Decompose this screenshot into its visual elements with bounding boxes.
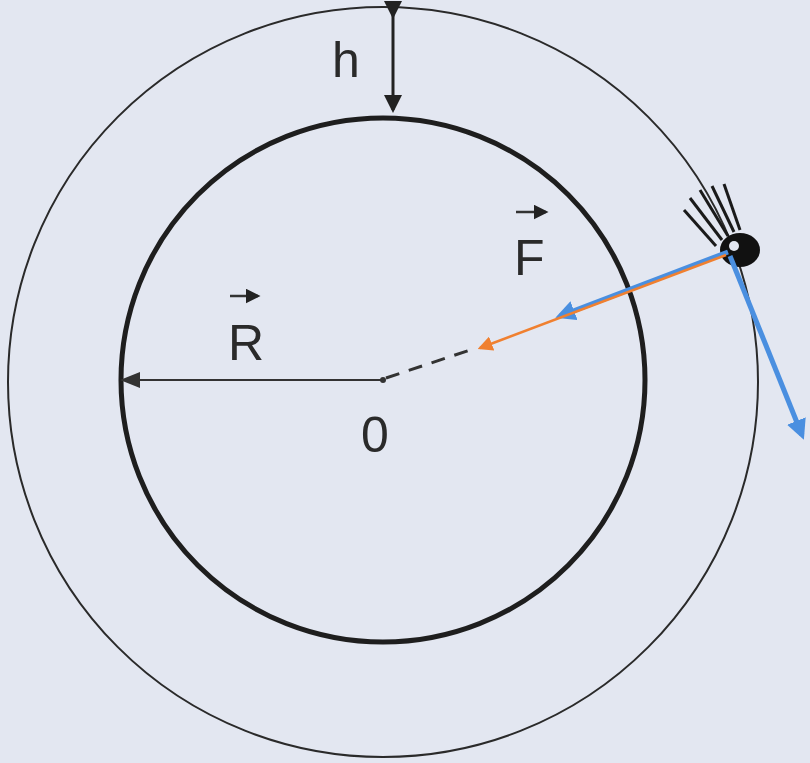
center-label: 0 [361,410,389,460]
radius-label: R [228,318,264,368]
orbit-circle [8,7,758,757]
velocity-arrow [730,256,802,435]
center-dot [380,377,386,383]
force-arrow-blue [560,252,728,316]
earth-circle [121,118,645,642]
height-label: h [332,35,360,85]
force-dashed-line [386,350,470,378]
vector-marks [230,212,546,296]
radius-arrow [122,379,383,381]
force-label: F [514,233,545,283]
height-arrow [392,16,395,110]
